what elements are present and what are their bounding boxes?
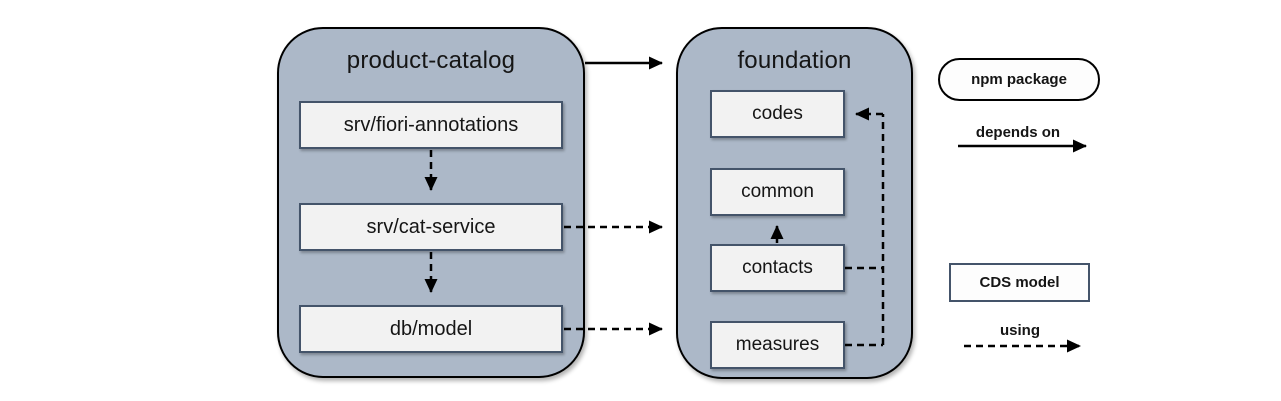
model-srv-cat-service: srv/cat-service: [299, 203, 563, 251]
model-db-model: db/model: [299, 305, 563, 353]
legend-using-label: using: [1000, 322, 1040, 339]
legend-depends-on-label: depends on: [975, 124, 1061, 141]
legend-cds-model: CDS model: [949, 263, 1090, 302]
package-foundation-title: foundation: [737, 47, 852, 74]
model-codes: codes: [710, 90, 845, 138]
model-srv-fiori-annotations: srv/fiori-annotations: [299, 101, 563, 149]
package-product-catalog-title: product-catalog: [346, 47, 516, 74]
model-common: common: [710, 168, 845, 216]
model-measures: measures: [710, 321, 845, 369]
legend-npm-package: npm package: [938, 58, 1100, 101]
model-contacts: contacts: [710, 244, 845, 292]
